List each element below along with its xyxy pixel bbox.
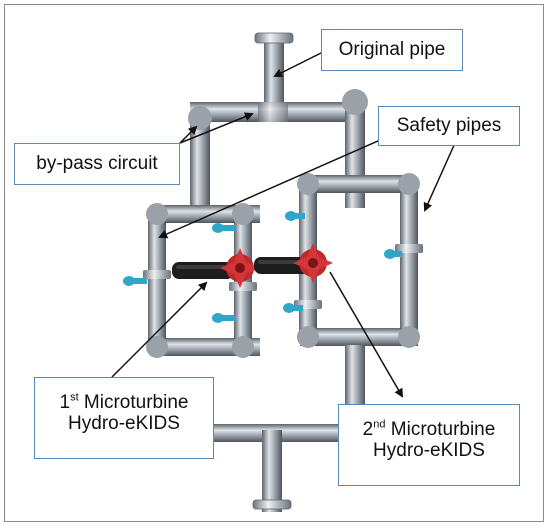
label-safety-pipes-text: Safety pipes: [396, 115, 502, 136]
label-second-microturbine: 2nd Microturbine Hydro-eKIDS: [338, 404, 520, 486]
label-original-pipe: Original pipe: [321, 29, 463, 71]
label-bypass-circuit: by-pass circuit: [14, 143, 180, 185]
second-ordinal-suffix: nd: [373, 418, 386, 431]
label-original-pipe-text: Original pipe: [338, 39, 446, 60]
first-ordinal-number: 1: [59, 392, 71, 413]
label-second-microturbine-line1: 2nd Microturbine: [339, 419, 519, 440]
valve-icons: [123, 211, 402, 323]
callout-arrows: [111, 51, 456, 398]
label-bypass-circuit-text: by-pass circuit: [36, 153, 158, 174]
microturbine-1: [172, 248, 260, 288]
first-ordinal-suffix: st: [70, 391, 79, 404]
second-microturbine-word: Microturbine: [385, 419, 496, 440]
label-second-microturbine-line2: Hydro-eKIDS: [373, 440, 485, 462]
first-microturbine-word: Microturbine: [78, 392, 189, 413]
left-loop: [143, 203, 260, 358]
label-first-microturbine: 1st Microturbine Hydro-eKIDS: [34, 377, 214, 459]
second-ordinal-number: 2: [362, 419, 374, 440]
right-loop: [294, 173, 423, 348]
label-safety-pipes: Safety pipes: [378, 106, 520, 146]
label-first-microturbine-line1: 1st Microturbine: [35, 392, 213, 413]
microturbine-2: [254, 243, 333, 283]
label-first-microturbine-line2: Hydro-eKIDS: [68, 413, 180, 435]
